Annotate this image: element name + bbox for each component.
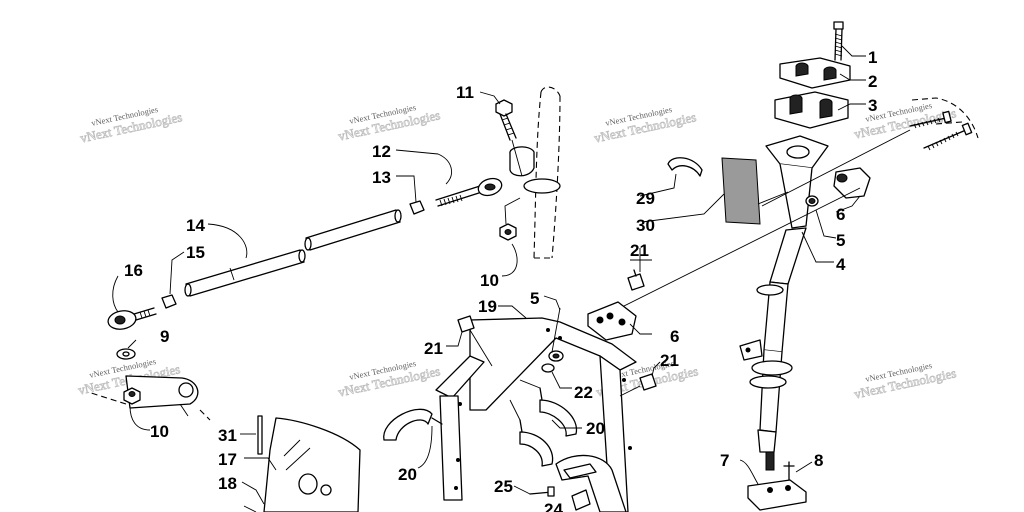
callout-31: 31 <box>218 426 237 445</box>
callout-21-left: 21 <box>424 339 443 358</box>
long-bolt-upper <box>909 110 952 129</box>
connector-21-left <box>457 315 493 367</box>
callout-20-right: 20 <box>586 419 605 438</box>
connector-21-right <box>619 373 657 397</box>
callout-11: 11 <box>456 83 474 102</box>
callout-29: 29 <box>636 189 655 208</box>
callout-21-top: 21 <box>630 241 649 260</box>
watermark-6: vNext Technologies vNext Technologies <box>336 358 441 400</box>
callout-24: 24 <box>544 500 563 512</box>
clamp-cap-2 <box>779 57 851 89</box>
u-clamp-20-left <box>383 408 443 441</box>
callout-13: 13 <box>372 168 391 187</box>
tie-rod-line <box>761 129 911 207</box>
callout-labels: 1 2 3 4 5 5 6 6 7 8 9 10 10 11 12 13 14 … <box>124 48 877 512</box>
bushing-5-top <box>805 195 819 207</box>
rod-end-12 <box>435 177 503 207</box>
callout-14: 14 <box>186 216 205 235</box>
clamp-base-3 <box>774 91 849 129</box>
callout-8: 8 <box>814 451 823 470</box>
callout-21-right: 21 <box>660 351 679 370</box>
frame-tube-outline <box>533 91 561 259</box>
retainer-ring-29 <box>667 157 703 177</box>
cap-screw-1 <box>833 21 844 61</box>
callout-5-lower: 5 <box>530 289 539 308</box>
frame-bolt-assembly <box>495 99 561 241</box>
callout-3: 3 <box>868 96 877 115</box>
bushing-5-lower <box>548 307 564 362</box>
steering-rods <box>599 110 973 319</box>
jam-nut-15 <box>161 294 177 309</box>
connector-21-top <box>627 269 645 291</box>
rod-end-16 <box>107 307 157 330</box>
wear-plate-30 <box>721 157 761 225</box>
frame-bolt-link <box>511 139 523 177</box>
cap-screw-11 <box>495 99 517 141</box>
tie-rod-bracket-6-top <box>833 167 871 199</box>
callout-17: 17 <box>218 450 237 469</box>
steering-post-4 <box>739 135 829 471</box>
callout-2: 2 <box>868 72 877 91</box>
callout-10-top: 10 <box>480 271 499 290</box>
watermark-3: vNext Technologies vNext Technologies <box>592 104 697 146</box>
callout-22: 22 <box>574 383 593 402</box>
callout-4: 4 <box>836 255 846 274</box>
handlebar-outline <box>911 97 979 139</box>
tie-rod-assembly <box>107 177 503 417</box>
lock-nut-10-bottom <box>123 387 141 405</box>
steering-post-assembly <box>739 21 871 511</box>
leader-lines <box>112 45 866 505</box>
screw-25 <box>529 486 555 497</box>
callout-10-bottom: 10 <box>150 422 169 441</box>
callout-20-left: 20 <box>398 465 417 484</box>
frame-nut-link <box>504 197 521 225</box>
tie-rod-tube-14 <box>184 209 402 297</box>
callout-1: 1 <box>868 48 877 67</box>
cotter-pin-8 <box>783 461 795 481</box>
callout-5-top: 5 <box>836 231 845 250</box>
callout-30: 30 <box>636 216 655 235</box>
jam-nut-13 <box>409 200 425 215</box>
panel-assembly <box>243 415 361 512</box>
panel-17 <box>263 417 361 512</box>
plate-assembly <box>667 157 789 225</box>
tie-rod-bracket-6-lower <box>587 301 637 341</box>
steering-arm <box>125 375 199 417</box>
callout-7: 7 <box>720 451 729 470</box>
callout-6-top: 6 <box>836 205 845 224</box>
lower-tie-rod-line <box>599 187 861 319</box>
lock-nut-10-top <box>499 223 517 241</box>
callout-19: 19 <box>478 297 497 316</box>
callout-25: 25 <box>494 477 513 496</box>
frame-clamp <box>509 146 561 194</box>
watermark-8: vNext Technologies vNext Technologies <box>852 360 957 402</box>
long-bolt-lower <box>923 122 973 151</box>
callout-18: 18 <box>218 474 237 493</box>
watermark-1: vNext Technologies vNext Technologies <box>78 104 183 146</box>
washer-9 <box>116 348 136 360</box>
callout-6-lower: 6 <box>670 327 679 346</box>
arm-lower-outline <box>87 391 211 421</box>
pin-31 <box>257 415 263 455</box>
callout-9: 9 <box>160 327 169 346</box>
washer-22 <box>541 363 555 373</box>
handlebar-outline-lower <box>935 121 963 125</box>
support-frame-19 <box>435 317 637 512</box>
callout-15: 15 <box>186 243 205 262</box>
lever-bracket-24 <box>555 454 627 512</box>
u-clamp-20-right <box>509 379 578 467</box>
callout-16: 16 <box>124 261 143 280</box>
watermark-2: vNext Technologies vNext Technologies <box>336 102 441 144</box>
plate-link <box>757 191 789 205</box>
frame-tube-cap-outline <box>540 86 561 97</box>
steering-clamp-7 <box>747 479 807 511</box>
callout-12: 12 <box>372 142 391 161</box>
panel-link-18 <box>243 505 257 512</box>
reference-outlines <box>87 86 979 421</box>
